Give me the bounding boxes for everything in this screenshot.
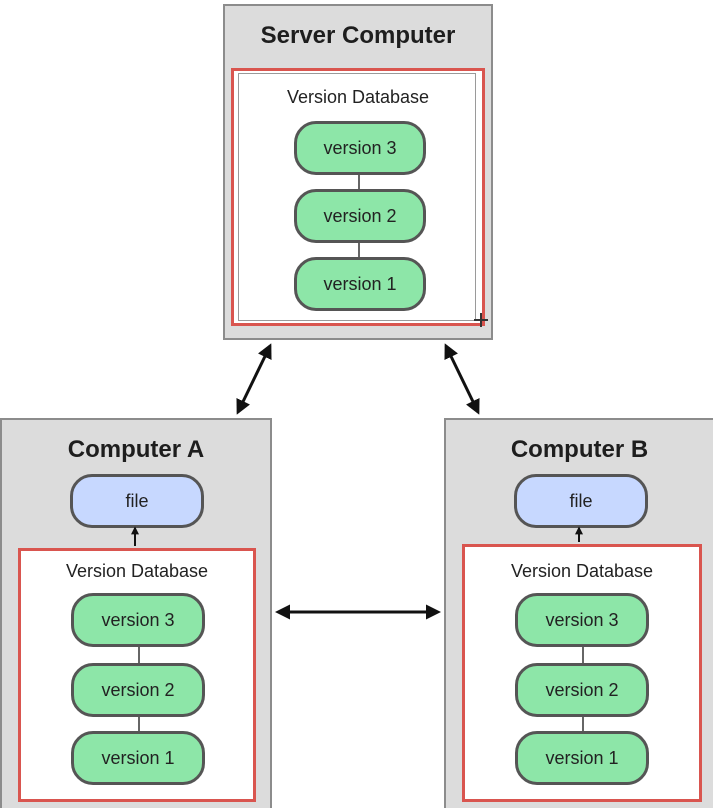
server-version-1: version 1 — [294, 257, 426, 311]
server-version-3: version 3 — [294, 121, 426, 175]
computer-a-version-2: version 2 — [71, 663, 205, 717]
server-version-database: Version Database version 3 version 2 ver… — [231, 68, 485, 326]
computer-b-title: Computer B — [510, 436, 649, 463]
server-version-2: version 2 — [294, 189, 426, 243]
computer-b-connector-2-1 — [582, 711, 584, 735]
computer-a-connector-2-1 — [138, 711, 140, 735]
server-computer-title: Server Computer — [260, 22, 456, 49]
server-database-label: Version Database — [286, 87, 430, 107]
computer-a-version-1: version 1 — [71, 731, 205, 785]
server-connector-2-1 — [358, 239, 360, 259]
computer-b: Computer B file Version Database version… — [444, 418, 713, 808]
computer-a-file: file — [70, 474, 204, 528]
computer-b-version-3: version 3 — [515, 593, 649, 647]
cursor-crosshair-icon — [474, 313, 488, 327]
computer-b-version-2: version 2 — [515, 663, 649, 717]
computer-b-connector-3-2 — [582, 643, 584, 667]
computer-b-database-label: Version Database — [510, 561, 654, 581]
computer-b-version-1: version 1 — [515, 731, 649, 785]
computer-a-connector-3-2 — [138, 643, 140, 667]
computer-a-title: Computer A — [67, 436, 205, 463]
server-computer: Server Computer Version Database version… — [223, 4, 493, 340]
computer-a-version-database: Version Database version 3 version 2 ver… — [18, 548, 256, 802]
arrow-server-to-computer-b — [444, 343, 480, 415]
computer-b-file: file — [514, 474, 648, 528]
arrow-server-to-computer-a — [236, 343, 272, 415]
computer-a-database-label: Version Database — [65, 561, 209, 581]
computer-a-version-3: version 3 — [71, 593, 205, 647]
server-connector-3-2 — [358, 171, 360, 191]
computer-a: Computer A file Version Database version… — [0, 418, 272, 808]
computer-b-version-database: Version Database version 3 version 2 ver… — [462, 544, 702, 802]
server-database-inner-frame — [238, 73, 476, 321]
